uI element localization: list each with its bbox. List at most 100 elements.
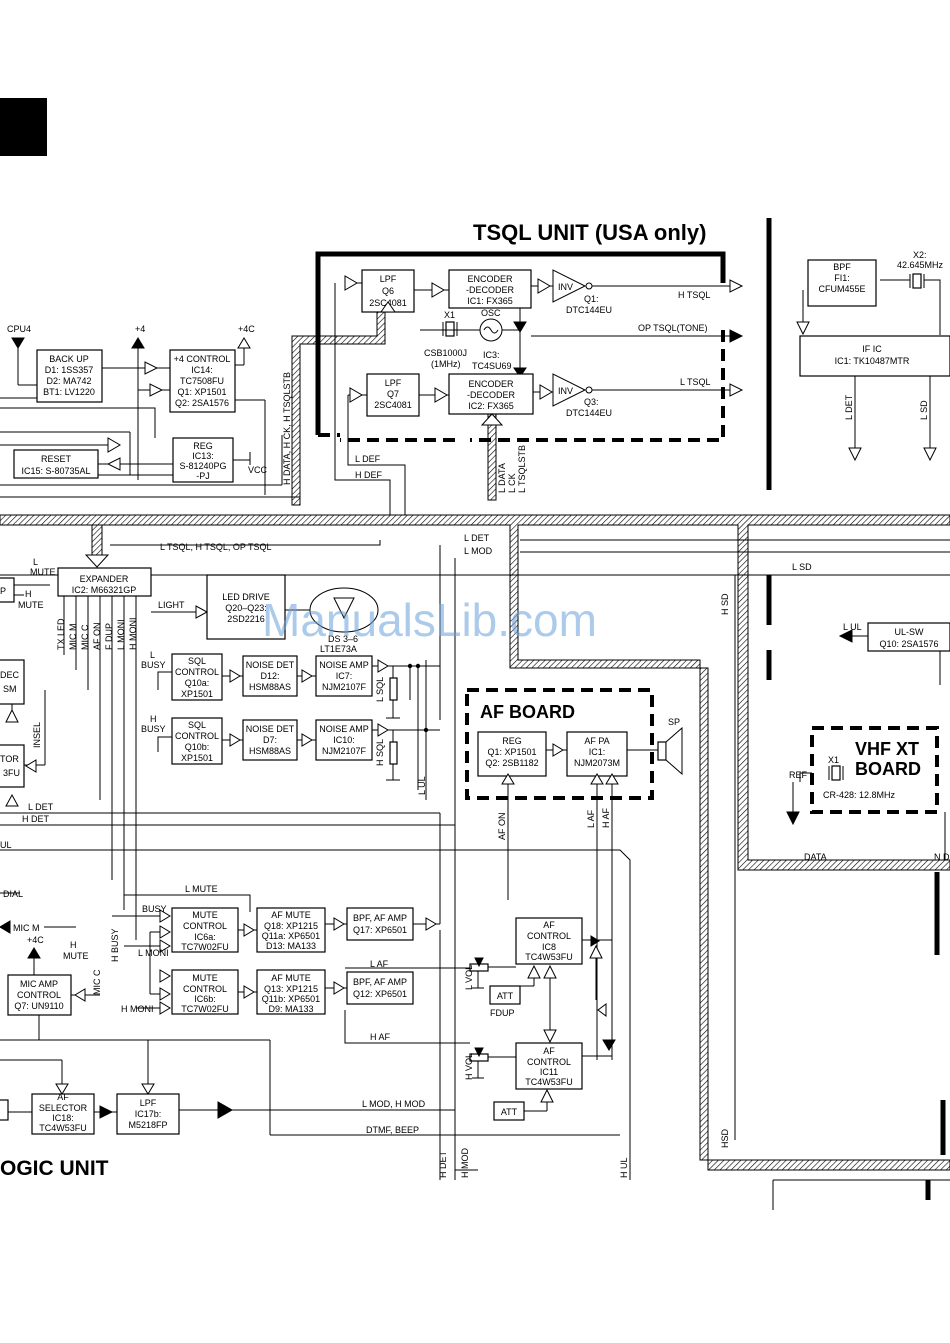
x2-l2: 42.645MHz <box>897 260 944 270</box>
m6b-l4: TC7W02FU <box>181 1004 229 1014</box>
af-ctrl-ic11-block <box>515 1042 583 1090</box>
inv2-label: INV <box>558 386 573 396</box>
reg13-l4: -PJ <box>196 471 210 481</box>
dial-label: DIAL <box>3 889 23 899</box>
mic-amp-l1: MIC AMP <box>20 979 58 989</box>
lpf-ic17b-block <box>116 1093 180 1135</box>
na10-l3: NJM2107F <box>322 746 367 756</box>
ds-l1: DS 3–6 <box>328 634 358 644</box>
dec-partial-2: SM <box>3 684 17 694</box>
l-sd-rf: L SD <box>919 400 929 420</box>
sql10a-l1: SQL <box>188 656 206 666</box>
h-busy-lower: H BUSY <box>110 928 120 962</box>
bpf17-l1: BPF, AF AMP <box>353 913 407 923</box>
l-det-top: L DET <box>464 533 490 543</box>
l-sql-label: L SQL <box>375 677 385 702</box>
m6a-l2: CONTROL <box>183 921 227 931</box>
expander-block <box>57 567 152 597</box>
h-det-left: H DET <box>22 814 50 824</box>
reset-l2: IC15: S-80735AL <box>21 466 90 476</box>
tor-partial-1: TOR <box>0 754 19 764</box>
mic-amp-l3: Q7: UN9110 <box>14 1001 63 1011</box>
x1-part-2: (1MHz) <box>431 359 461 369</box>
af-on-label: AF ON <box>497 812 507 840</box>
lpf17-l3: M5218FP <box>128 1120 167 1130</box>
exp-out-3: AF ON <box>92 622 102 650</box>
l-ck-label: L CK <box>507 473 517 493</box>
encoder-ic1-l1: ENCODER <box>467 274 513 284</box>
encoder-ic2-l1: ENCODER <box>468 379 514 389</box>
mic-m-lower: MIC M <box>13 923 40 933</box>
exp-out-1: MIC M <box>68 624 78 651</box>
sp-label: SP <box>668 717 680 727</box>
sql10b-l3: Q10b: <box>185 742 210 752</box>
exp-out-6: H MONI <box>128 618 138 651</box>
nd7-l1: NOISE DET <box>246 724 295 734</box>
backup-l2: D1: 1SS357 <box>45 365 94 375</box>
sql-q10a-block <box>171 653 223 701</box>
att-1 <box>489 985 521 1005</box>
m6a-l3: IC6a: <box>194 932 216 942</box>
backup-l4: BT1: LV1220 <box>43 387 95 397</box>
plus4c-label: +4C <box>238 324 255 334</box>
led-drive-block <box>206 574 286 640</box>
af-pa-l1: AF PA <box>584 736 609 746</box>
ic11-l3: IC11 <box>540 1067 558 1077</box>
busy-lower: BUSY <box>142 904 167 914</box>
m6a-l4: TC7W02FU <box>181 942 229 952</box>
reset-l1: RESET <box>41 454 72 464</box>
l-af-label: L AF <box>370 959 389 969</box>
sql10b-l2: CONTROL <box>175 731 219 741</box>
l-mute-top-1: L <box>33 557 38 567</box>
lpf17-l1: LPF <box>140 1098 157 1108</box>
h-busy-2: BUSY <box>141 724 166 734</box>
sql10a-l4: XP1501 <box>181 689 213 699</box>
af-mute-1-block <box>256 907 326 953</box>
p4c-l5: Q2: 2SA1576 <box>175 398 229 408</box>
encoder-ic1-block <box>448 269 532 309</box>
expander-l1: EXPANDER <box>80 574 129 584</box>
att-2-label: ATT <box>501 1107 518 1117</box>
cpu4-label: CPU4 <box>7 324 31 334</box>
expander-l2: IC2: M66321GP <box>72 585 137 595</box>
lpf-q6-l2: Q6 <box>382 286 394 296</box>
ic8-l3: IC8 <box>542 942 556 952</box>
na10-l1: NOISE AMP <box>319 724 369 734</box>
backup-l3: D2: MA742 <box>46 376 91 386</box>
l-def-label: L DEF <box>355 454 381 464</box>
na7-l3: NJM2107F <box>322 682 367 692</box>
l-sd-right: L SD <box>792 562 812 572</box>
bpf12-l2: Q12: XP6501 <box>353 989 407 999</box>
na7-l1: NOISE AMP <box>319 660 369 670</box>
afsel-l1: AF <box>57 1092 69 1102</box>
bpf-q12-block <box>346 971 414 1005</box>
afm1-l1: AF MUTE <box>271 910 311 920</box>
af-board-border <box>465 688 654 800</box>
noise-det-d12-block <box>242 655 298 697</box>
p-partial: P <box>0 586 6 596</box>
p4c-l3: TC7508FU <box>180 376 224 386</box>
plus4c-lower: +4C <box>27 935 44 945</box>
afm2-l4: D9: MA133 <box>268 1004 313 1014</box>
att-1-label: ATT <box>497 991 514 1001</box>
lpf-q7-l3: 2SC4081 <box>374 400 412 410</box>
led-drive-l2: Q20–Q23: <box>225 603 267 613</box>
inv2-symbol <box>552 373 587 407</box>
exp-out-2: MIC C <box>80 624 90 650</box>
sql-q10b-block <box>171 717 223 765</box>
nd12-l2: D12: <box>260 671 279 681</box>
mute-ic6a-block <box>171 907 239 953</box>
bpf12-l1: BPF, AF AMP <box>353 977 407 987</box>
fdup-label: FDUP <box>490 1008 515 1018</box>
bpf-fi1-l3: CFUM455E <box>818 284 865 294</box>
exp-out-4: F DUP <box>104 623 114 650</box>
plus4-control-block <box>169 349 236 413</box>
lpf-q6-l1: LPF <box>380 274 397 284</box>
vcc-label: VCC <box>248 465 268 475</box>
h-mute-lower-2: MUTE <box>63 951 89 961</box>
light-label: LIGHT <box>158 600 185 610</box>
backup-block <box>36 349 103 403</box>
hsd-bottom: HSD <box>720 1128 730 1148</box>
na10-l2: IC10: <box>333 735 355 745</box>
